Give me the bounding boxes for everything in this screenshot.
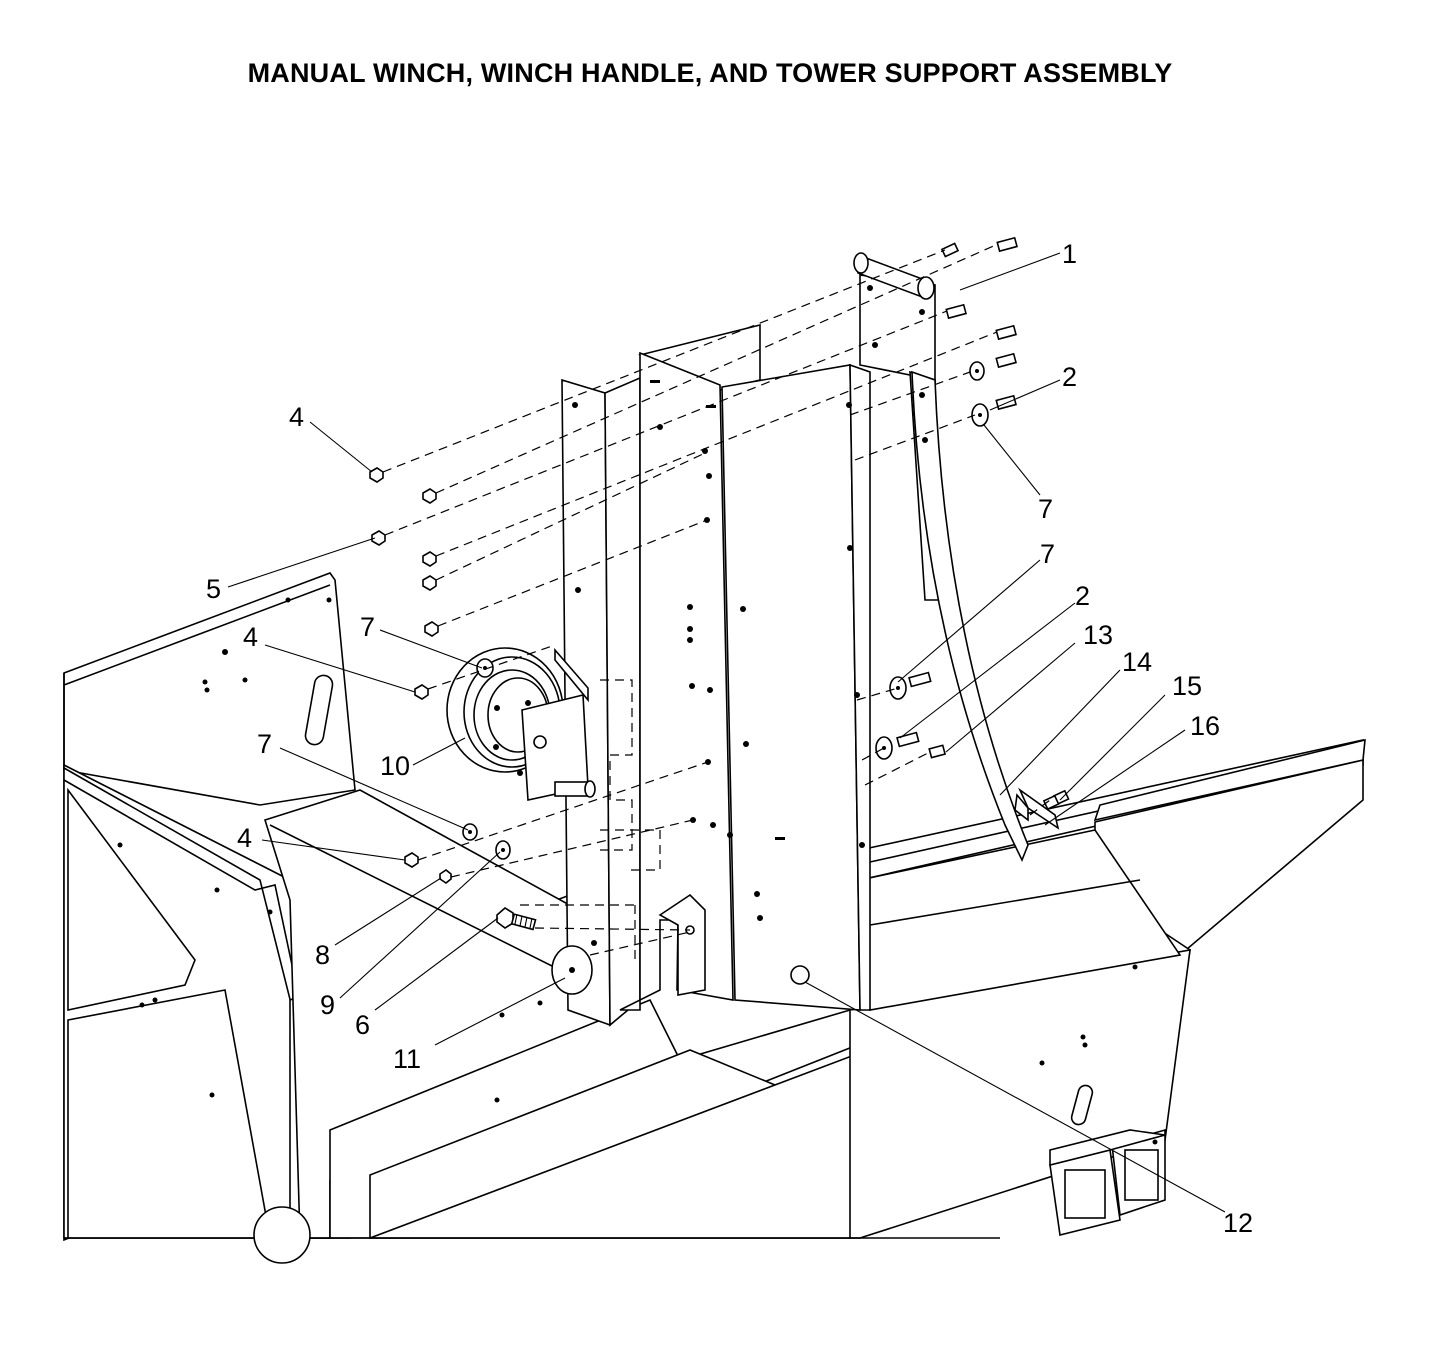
callout-7: 7 bbox=[1040, 539, 1055, 569]
callout-9: 9 bbox=[320, 990, 335, 1020]
callout-4: 4 bbox=[237, 823, 252, 853]
callout-13: 13 bbox=[1083, 620, 1113, 650]
callout-15: 15 bbox=[1172, 671, 1202, 701]
winch-handle-tube bbox=[853, 252, 935, 300]
callout-12: 12 bbox=[1223, 1208, 1253, 1238]
bracket-clevis bbox=[658, 893, 810, 996]
assembly-lines bbox=[382, 243, 1051, 960]
callout-7: 7 bbox=[1038, 494, 1053, 524]
callout-1: 1 bbox=[1062, 239, 1077, 269]
base-frame bbox=[63, 572, 1366, 1264]
callout-6: 6 bbox=[355, 1010, 370, 1040]
tower-support bbox=[561, 252, 1029, 1027]
leader-lines bbox=[227, 252, 1226, 1213]
callout-16: 16 bbox=[1190, 711, 1220, 741]
callout-2: 2 bbox=[1062, 362, 1077, 392]
callout-4: 4 bbox=[289, 402, 304, 432]
callout-10: 10 bbox=[380, 751, 410, 781]
callout-2: 2 bbox=[1075, 581, 1090, 611]
manual-winch bbox=[446, 647, 596, 801]
callout-7: 7 bbox=[257, 729, 272, 759]
receiver-tubes bbox=[1049, 1128, 1166, 1236]
callout-5: 5 bbox=[206, 574, 221, 604]
diagram-title: MANUAL WINCH, WINCH HANDLE, AND TOWER SU… bbox=[247, 58, 1173, 88]
callout-8: 8 bbox=[315, 940, 330, 970]
callout-7: 7 bbox=[360, 612, 375, 642]
callout-11: 11 bbox=[393, 1044, 421, 1074]
callout-4: 4 bbox=[243, 622, 258, 652]
callout-14: 14 bbox=[1122, 647, 1152, 677]
callouts: 1 2 7 7 2 13 14 15 16 4 5 7 4 10 7 4 8 9… bbox=[206, 239, 1253, 1238]
fasteners bbox=[369, 236, 1070, 995]
